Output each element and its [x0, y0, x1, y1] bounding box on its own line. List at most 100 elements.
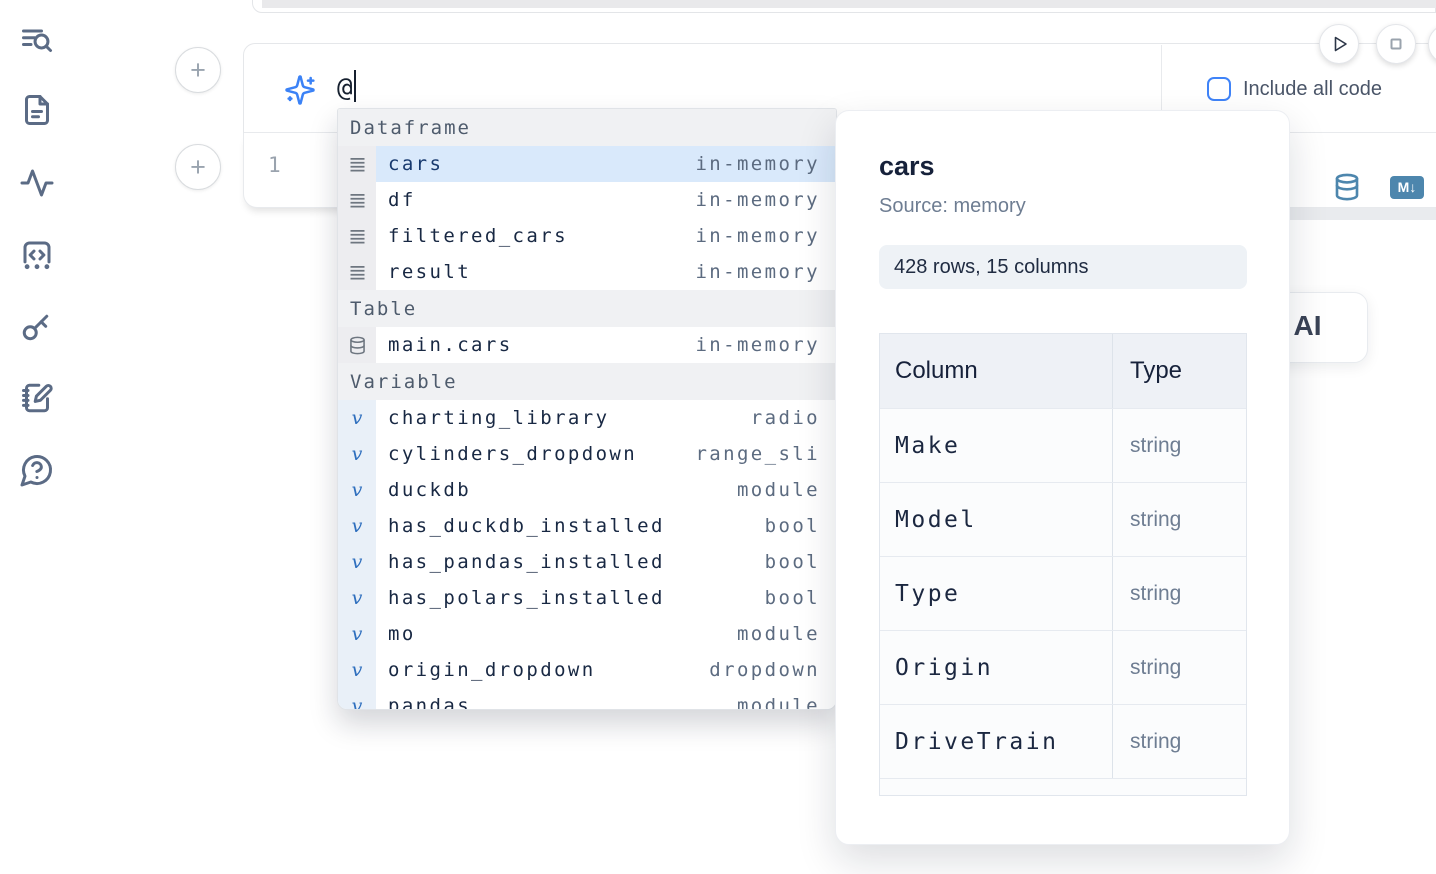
database-icon[interactable] [1332, 171, 1362, 203]
autocomplete-item-name: duckdb [388, 479, 472, 501]
preview-shape-badge: 428 rows, 15 columns [879, 245, 1247, 289]
autocomplete-item[interactable]: v has_pandas_installed bool [338, 544, 836, 580]
autocomplete-item-gutter: v [338, 436, 376, 472]
run-cell-button[interactable] [1319, 24, 1359, 64]
add-cell-button-top[interactable]: + [175, 47, 221, 93]
autocomplete-item-type: in-memory [695, 225, 820, 247]
activity-icon [20, 169, 54, 197]
sidebar-item-secrets[interactable] [18, 307, 56, 345]
autocomplete-item-type: in-memory [695, 334, 820, 356]
file-icon [25, 95, 49, 125]
autocomplete-item-gutter: v [338, 472, 376, 508]
autocomplete-item-content: duckdb module [376, 472, 836, 508]
table-cell-type: string [1113, 409, 1246, 482]
autocomplete-section-header: Table [338, 290, 836, 327]
autocomplete-item-name: main.cars [388, 334, 513, 356]
autocomplete-item-name: has_polars_installed [388, 587, 665, 609]
variable-icon: v [351, 479, 363, 501]
autocomplete-item-type: bool [764, 551, 820, 573]
include-all-code-checkbox[interactable] [1207, 77, 1231, 101]
key-icon [22, 314, 49, 341]
markdown-badge-icon[interactable]: M↓ [1390, 175, 1424, 199]
add-cell-button-bottom[interactable]: + [175, 144, 221, 190]
text-caret [353, 70, 356, 102]
previous-cell-divider [262, 0, 1436, 8]
column-name: DriveTrain [895, 728, 1059, 755]
autocomplete-item-name: mo [388, 623, 416, 645]
column-name: Type [895, 580, 961, 607]
table-row: Type string [880, 556, 1246, 630]
column-type: string [1130, 581, 1182, 605]
variable-icon: v [351, 443, 363, 465]
autocomplete-item[interactable]: main.cars in-memory [338, 327, 836, 363]
autocomplete-section-header: Dataframe [338, 109, 836, 146]
autocomplete-item[interactable]: v duckdb module [338, 472, 836, 508]
sidebar-item-activity[interactable] [18, 164, 56, 202]
autocomplete-item-type: module [736, 479, 820, 501]
autocomplete-item-name: origin_dropdown [388, 659, 596, 681]
sidebar-item-help[interactable] [18, 451, 56, 489]
dataframe-icon [347, 226, 368, 247]
autocomplete-item-gutter: v [338, 508, 376, 544]
autocomplete-item-name: filtered_cars [388, 225, 568, 247]
left-sidebar [0, 0, 72, 874]
dataframe-icon [347, 190, 368, 211]
autocomplete-item-content: filtered_cars in-memory [376, 218, 836, 254]
autocomplete-item-gutter: v [338, 580, 376, 616]
autocomplete-item-name: has_pandas_installed [388, 551, 665, 573]
sidebar-item-scratchpad[interactable] [18, 379, 56, 417]
sidebar-item-search[interactable] [18, 21, 56, 59]
search-list-icon [22, 29, 52, 52]
table-row: Origin string [880, 630, 1246, 704]
stop-icon [1390, 38, 1402, 50]
table-cell-type: string [1113, 631, 1246, 704]
line-number: 1 [268, 153, 281, 177]
stop-button[interactable] [1376, 24, 1416, 64]
sidebar-item-snippets[interactable] [18, 236, 56, 274]
autocomplete-item-type: in-memory [695, 261, 820, 283]
sidebar-item-files[interactable] [18, 91, 56, 129]
table-cell-column: Model [880, 483, 1113, 556]
autocomplete-item-type: module [736, 623, 820, 645]
ai-prompt-input[interactable]: @ [337, 70, 356, 103]
table-row-partial [880, 778, 1246, 795]
help-chat-icon [20, 454, 53, 487]
cell-action-icons: M↓ [1332, 171, 1424, 203]
table-cell-column: Type [880, 557, 1113, 630]
include-all-code-control[interactable]: Include all code [1207, 77, 1382, 101]
autocomplete-item-content: has_pandas_installed bool [376, 544, 836, 580]
column-name: Origin [895, 654, 994, 681]
autocomplete-item-name: df [388, 189, 416, 211]
autocomplete-item[interactable]: filtered_cars in-memory [338, 218, 836, 254]
table-header-type: Type [1130, 357, 1183, 384]
autocomplete-item-name: pandas [388, 695, 472, 710]
dataframe-icon [347, 154, 368, 175]
variable-icon: v [351, 515, 363, 537]
table-cell-column: Make [880, 409, 1113, 482]
autocomplete-item-gutter: v [338, 544, 376, 580]
play-icon [1334, 36, 1347, 52]
table-icon [347, 335, 368, 356]
autocomplete-item-name: cars [388, 153, 444, 175]
